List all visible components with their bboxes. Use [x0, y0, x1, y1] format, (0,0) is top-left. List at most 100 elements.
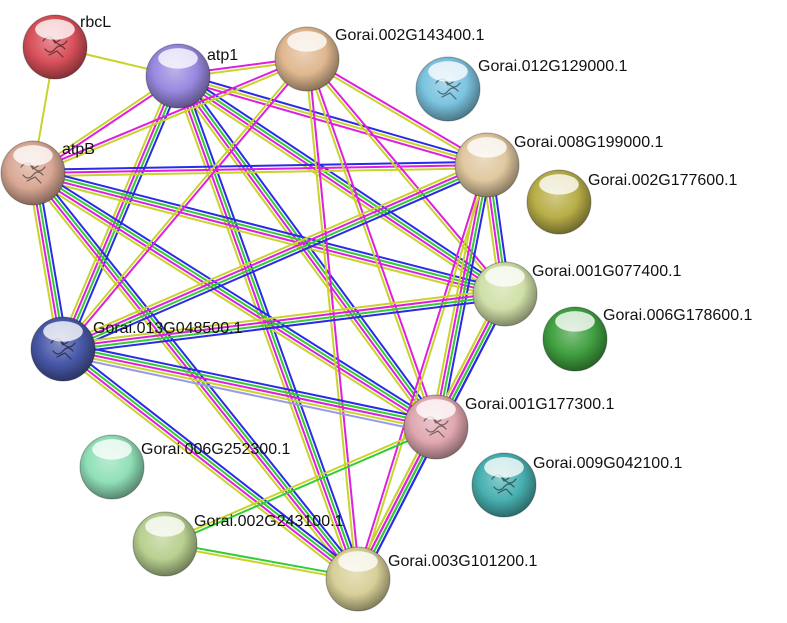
node-label-g6_178600: Gorai.006G178600.1 — [603, 307, 753, 324]
node-atpB[interactable] — [0, 140, 66, 206]
edge-g2_143400-g1_177300[interactable] — [304, 58, 439, 428]
node-rim — [274, 26, 340, 92]
edge-strand-textmining — [60, 159, 486, 346]
edge-g8_199000-g3_101200[interactable] — [355, 164, 490, 580]
edge-g13_048500-g3_101200[interactable] — [59, 344, 362, 584]
edge-strand-experiments — [32, 173, 505, 297]
node-highlight — [158, 48, 198, 69]
edge-g13_048500-g1_177300[interactable] — [61, 341, 438, 435]
node-highlight — [35, 19, 75, 40]
edge-atpB-g1_177300[interactable] — [29, 168, 440, 432]
edge-strand-neighborhood — [33, 170, 506, 294]
node-g1_177300[interactable] — [403, 394, 469, 460]
node-rim — [403, 394, 469, 460]
node-g2_243100[interactable] — [132, 511, 198, 577]
node-highlight — [43, 321, 83, 342]
node-rim — [22, 14, 88, 80]
edge-g2_143400-g8_199000[interactable] — [305, 56, 489, 168]
edge-strand-experiments — [355, 164, 487, 579]
edge-strand-neighborhood — [165, 541, 359, 579]
edge-g2_243100-g3_101200[interactable] — [164, 541, 359, 582]
edge-strand-experiments — [176, 76, 505, 297]
edge-strand-experiments — [63, 59, 309, 351]
edge-strand-databases — [180, 71, 509, 291]
edge-strand-textmining — [173, 78, 433, 431]
edge-strand-textmining — [62, 351, 436, 432]
edge-atpB-g2_143400[interactable] — [32, 56, 308, 176]
node-atp1[interactable] — [145, 43, 211, 109]
protein-structure-icon — [50, 338, 76, 360]
edge-strand-homology — [61, 354, 435, 435]
node-rim — [132, 511, 198, 577]
edge-atp1-g1_077400[interactable] — [174, 71, 509, 299]
edge-strand-textmining — [29, 176, 434, 432]
node-g13_048500[interactable] — [30, 316, 96, 382]
node-label-rbcL: rbcL — [80, 14, 111, 31]
node-label-g13_048500: Gorai.013G048500.1 — [93, 320, 243, 337]
edge-strand-experiments — [32, 164, 488, 174]
node-rim — [415, 56, 481, 122]
node-label-g6_252300: Gorai.006G252300.1 — [141, 441, 291, 458]
edge-atpB-g8_199000[interactable] — [32, 160, 488, 178]
node-highlight — [539, 174, 579, 195]
edge-g2_143400-g13_048500[interactable] — [61, 57, 309, 351]
edge-strand-experiments — [60, 74, 178, 349]
node-highlight — [92, 439, 132, 460]
edge-strand-experiments — [31, 173, 436, 430]
node-label-atpB: atpB — [62, 141, 95, 158]
node-rim — [542, 306, 608, 372]
edge-atpB-g1_077400[interactable] — [31, 167, 507, 300]
node-g9_042100[interactable] — [471, 452, 537, 518]
edge-strand-neighborhood — [178, 74, 439, 427]
node-g2_177600[interactable] — [526, 169, 592, 235]
edge-strand-textmining — [304, 59, 436, 428]
edge-strand-experiments — [307, 58, 439, 427]
edge-strand-textmining — [358, 165, 490, 580]
node-g6_178600[interactable] — [542, 306, 608, 372]
node-highlight — [485, 266, 525, 287]
node-label-g2_243100: Gorai.002G243100.1 — [194, 513, 344, 530]
protein-structure-icon — [423, 416, 449, 438]
protein-structure-icon — [42, 36, 68, 58]
edge-atp1-g13_048500[interactable] — [57, 73, 184, 352]
nodes-layer — [0, 14, 608, 612]
edge-strand-experiments — [307, 58, 361, 579]
edge-strand-neighborhood — [63, 294, 506, 352]
edge-g8_199000-g13_048500[interactable] — [60, 159, 490, 355]
edge-g1_177300-g2_243100[interactable] — [163, 424, 438, 547]
edge-g2_143400-g3_101200[interactable] — [304, 58, 361, 580]
edge-strand-experiments — [62, 291, 505, 349]
edge-strand-neighborhood — [33, 170, 438, 427]
node-label-g1_077400: Gorai.001G077400.1 — [532, 263, 682, 280]
node-highlight — [287, 31, 327, 52]
node-rim — [79, 434, 145, 500]
edge-strand-databases — [178, 71, 489, 163]
edge-strand-textmining — [57, 73, 175, 348]
node-highlight — [428, 61, 468, 82]
edge-strand-databases — [65, 344, 362, 577]
node-g3_101200[interactable] — [325, 546, 391, 612]
edge-strand-textmining — [33, 167, 488, 178]
edge-strand-neighborhood — [63, 344, 437, 425]
node-g8_199000[interactable] — [454, 132, 520, 198]
edge-strand-databases — [32, 160, 487, 171]
edge-strand-experiments — [307, 57, 507, 294]
node-label-g8_199000: Gorai.008G199000.1 — [514, 134, 664, 151]
edge-strand-neighborhood — [436, 165, 490, 428]
edge-strand-databases — [64, 168, 490, 355]
node-rbcL[interactable] — [22, 14, 88, 80]
protein-structure-icon — [20, 162, 46, 184]
node-g6_252300[interactable] — [79, 434, 145, 500]
node-highlight — [467, 137, 507, 158]
node-rim — [471, 452, 537, 518]
edge-strand-neighborhood — [63, 165, 489, 352]
node-g1_077400[interactable] — [472, 261, 538, 327]
node-g12_129000[interactable] — [415, 56, 481, 122]
edge-g1_077400-g13_048500[interactable] — [62, 288, 506, 355]
edge-strand-neighborhood — [165, 427, 438, 547]
node-g2_143400[interactable] — [274, 26, 340, 92]
node-highlight — [555, 311, 595, 332]
edge-strand-experiments — [61, 162, 487, 349]
node-rim — [325, 546, 391, 612]
